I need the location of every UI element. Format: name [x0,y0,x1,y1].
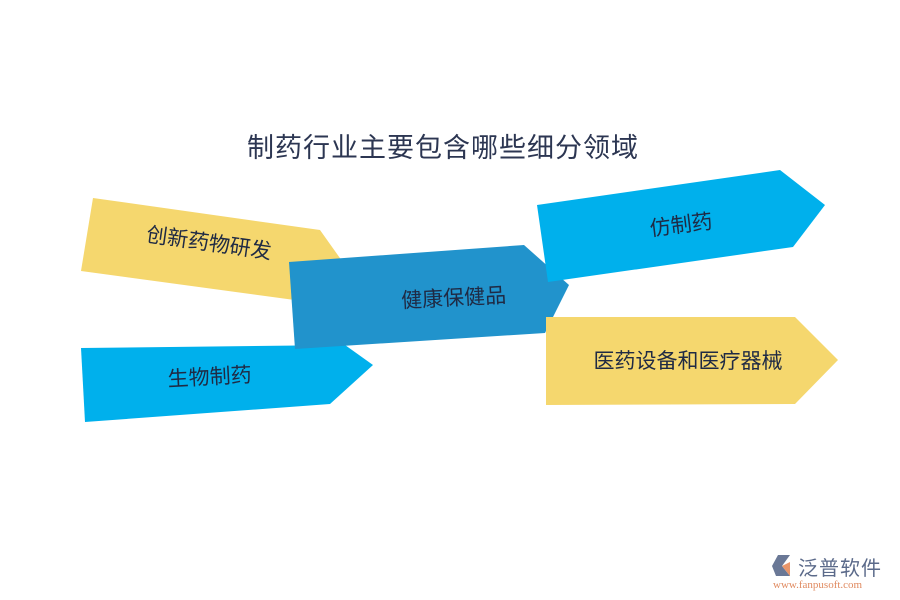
logo-url: www.fanpusoft.com [773,579,863,591]
arrow-shape [546,317,838,405]
arrow-shape [81,198,347,301]
arrow-label: 医药设备和医疗器械 [594,349,783,373]
arrow-label: 健康保健品 [401,283,507,312]
arrow-shape [81,345,373,422]
arrow-health-products: 健康保健品 [289,245,569,349]
arrow-label: 生物制药 [167,363,252,391]
arrow-innovative-drug-rd: 创新药物研发 [81,198,347,301]
arrow-generic-drugs: 仿制药 [537,170,825,282]
logo-icon [772,555,790,576]
diagram-title: 制药行业主要包含哪些细分领域 [247,133,639,164]
logo-name: 泛普软件 [798,556,882,580]
arrow-biopharma: 生物制药 [81,345,373,422]
arrow-medical-devices: 医药设备和医疗器械 [546,317,838,405]
arrow-shape [289,245,569,349]
arrow-shape [537,170,825,282]
